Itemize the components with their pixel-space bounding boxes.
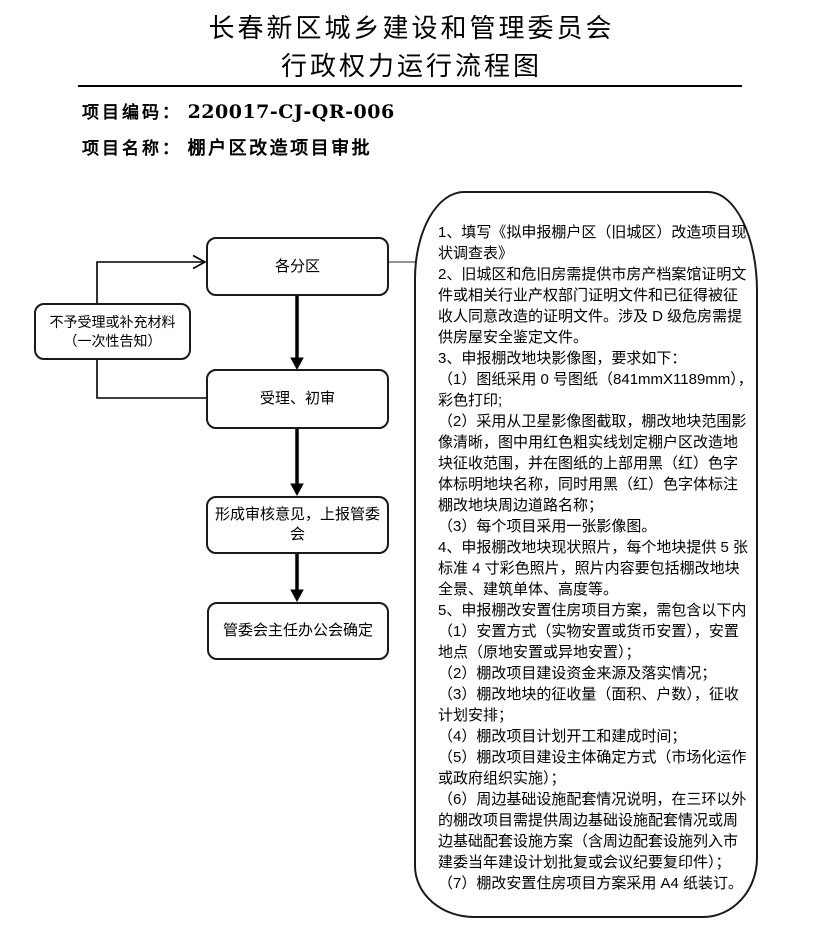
- requirement-line: （4）棚改项目计划开工和建成时间；: [438, 728, 687, 745]
- project-code-value: 220017-CJ-QR-006: [187, 101, 395, 123]
- requirement-line: （2）采用从卫星影像图截取，棚改地块范围影: [438, 413, 747, 430]
- requirement-line: 计划安排；: [438, 707, 514, 724]
- requirement-line: 的棚改项目需提供周边基础设施配套情况或周: [438, 812, 739, 829]
- requirement-line: （7）棚改安置住房项目方案采用 A4 纸装订。: [438, 875, 744, 892]
- flow-node-review-opinion: 形成审核意见，上报管委 会: [206, 496, 389, 554]
- project-name-row: 项目名称： 棚户区改造项目审批: [82, 134, 372, 160]
- requirement-line: 收人同意改造的证明文件。涉及 D 级危房需提: [438, 308, 743, 325]
- requirement-line: 3、申报棚改地块影像图，要求如下：: [438, 350, 687, 367]
- flow-node-accept-review: 受理、初审: [206, 369, 389, 429]
- loop-arrowhead-icon: [192, 254, 207, 270]
- flow-node-label-line: 形成审核意见，上报管委: [214, 506, 380, 523]
- requirement-line: 供房屋安全鉴定文件。: [438, 329, 589, 346]
- flow-node-committee-confirm: 管委会主任办公会确定: [207, 602, 389, 660]
- requirement-line: 地点（原地安置或异地安置）；: [438, 644, 641, 661]
- requirement-line: （3）棚改地块的征收量（面积、户数），征收: [438, 686, 739, 703]
- requirement-line: 像清晰，图中用红色粗实线划定棚户区改造地: [438, 434, 739, 451]
- flow-node-label: 管委会主任办公会确定: [222, 622, 373, 639]
- requirement-line: 1、填写《拟申报棚户区（旧城区）改造项目现: [438, 224, 747, 241]
- title-line-1: 长春新区城乡建设和管理委员会: [208, 14, 615, 44]
- flow-node-label-line: 会: [289, 526, 305, 543]
- requirements-panel: 1、填写《拟申报棚户区（旧城区）改造项目现状调查表》 2、旧城区和危旧房需提供市房…: [414, 191, 758, 918]
- page-title: 长春新区城乡建设和管理委员会 行政权力运行流程图: [0, 10, 823, 86]
- flow-node-districts: 各分区: [206, 237, 389, 296]
- requirement-line: （3）每个项目采用一张影像图。: [438, 518, 657, 535]
- project-code-row: 项目编码： 220017-CJ-QR-006: [82, 98, 395, 123]
- flow-node-label: 受理、初审: [259, 390, 335, 407]
- flow-node-reject-or-supplement: 不予受理或补充材料 （一次性告知）: [34, 303, 191, 360]
- requirement-line: 标准 4 寸彩色照片，照片内容要包括棚改地块: [438, 560, 740, 577]
- requirement-line: 5、申报棚改安置住房项目方案，需包含以下内: [438, 602, 747, 619]
- flow-node-label: 各分区: [274, 257, 320, 275]
- requirement-line: （2）棚改项目建设资金来源及落实情况；: [438, 665, 717, 682]
- requirement-line: 边基础配套设施方案（含周边配套设施列入市: [438, 833, 739, 850]
- requirement-line: 或政府组织实施）；: [438, 770, 566, 787]
- requirement-line: 全景、建筑单体、高度等。: [438, 581, 619, 598]
- down-arrowhead-icon: [290, 589, 304, 602]
- requirement-line: 2、旧城区和危旧房需提供市房产档案馆证明文: [438, 266, 747, 283]
- requirement-line: 4、申报棚改地块现状照片，每个地块提供 5 张: [438, 539, 749, 556]
- title-line-2: 行政权力运行流程图: [280, 52, 542, 82]
- requirement-line: 块征收范围，并在图纸的上部用黑（红）色字: [438, 455, 739, 472]
- requirement-line: 彩色打印;: [438, 392, 503, 409]
- requirement-line: 建委当年建设计划批复或会议纪要复印件）；: [438, 854, 731, 871]
- title-divider: [78, 85, 742, 87]
- flow-node-label-line: 不予受理或补充材料: [49, 313, 176, 330]
- requirements-text: 1、填写《拟申报棚户区（旧城区）改造项目现状调查表》 2、旧城区和危旧房需提供市房…: [438, 222, 753, 894]
- project-code-label: 项目编码：: [82, 103, 182, 123]
- requirement-line: （6）周边基础设施配套情况说明，在三环以外: [438, 791, 747, 808]
- project-name-value: 棚户区改造项目审批: [187, 138, 373, 159]
- requirement-line: 体标明地块名称，同时用黑（红）色字体标注: [438, 476, 739, 493]
- down-arrowhead-icon: [290, 483, 304, 496]
- requirement-line: 棚改地块周边道路名称；: [438, 497, 604, 514]
- flow-node-label-line: （一次性告知）: [63, 332, 162, 349]
- requirement-line: 状调查表》: [438, 245, 514, 262]
- requirement-line: （1）图纸采用 0 号图纸（841mmX1189mm），: [438, 371, 753, 388]
- requirement-line: （1）安置方式（实物安置或货币安置），安置: [438, 623, 739, 640]
- project-name-label: 项目名称：: [82, 139, 182, 159]
- requirement-line: 件或相关行业产权部门证明文件和已征得被征: [438, 287, 739, 304]
- requirement-line: （5）棚改项目建设主体确定方式（市场化运作: [438, 749, 747, 766]
